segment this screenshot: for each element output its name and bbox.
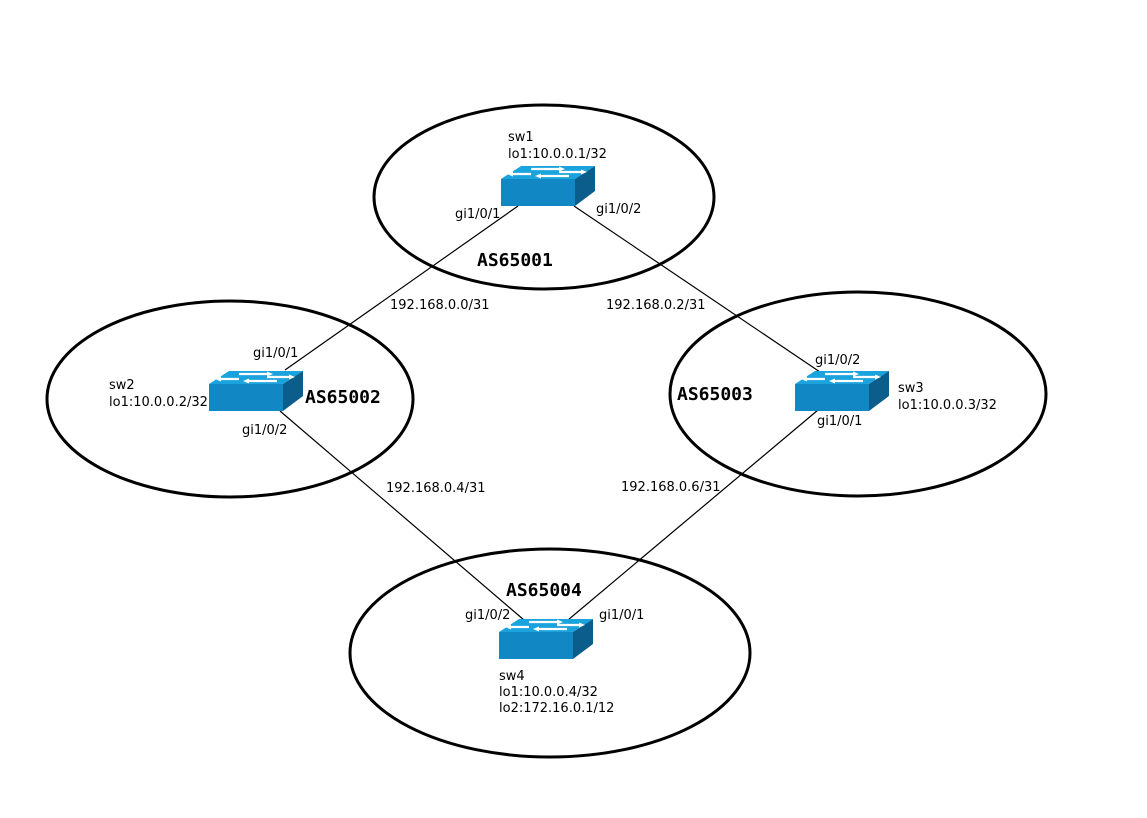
port-label-sw1-gi1-0-2: gi1/0/2 — [596, 202, 641, 217]
switch-icon-sw2[interactable] — [207, 369, 305, 413]
as-boundary-as65003 — [668, 290, 1048, 498]
switch-loopback-sw3-lo1: lo1:10.0.0.3/32 — [898, 398, 997, 413]
link-subnet-sw3-sw4: 192.168.0.6/31 — [621, 480, 721, 495]
link-sw3-sw4 — [567, 409, 819, 621]
link-sw1-sw3 — [573, 205, 821, 373]
switch-name-sw2: sw2 — [109, 378, 135, 393]
port-label-sw4-gi1-0-1: gi1/0/1 — [599, 608, 644, 623]
port-label-sw4-gi1-0-2: gi1/0/2 — [465, 608, 510, 623]
as-boundary-as65004 — [348, 547, 752, 759]
as-boundary-as65001 — [372, 103, 716, 291]
as-label-as65001: AS65001 — [477, 250, 553, 271]
port-label-sw3-gi1-0-1: gi1/0/1 — [817, 414, 862, 429]
switch-name-sw3: sw3 — [898, 381, 924, 396]
switch-icon-sw4[interactable] — [497, 617, 595, 661]
link-sw1-sw2 — [284, 205, 519, 371]
port-label-sw3-gi1-0-2: gi1/0/2 — [815, 353, 860, 368]
link-sw2-sw4 — [279, 410, 525, 621]
switch-loopback-sw1-lo1: lo1:10.0.0.1/32 — [508, 147, 607, 162]
switch-loopback-sw4-lo2: lo2:172.16.0.1/12 — [499, 701, 614, 716]
switch-loopback-sw2-lo1: lo1:10.0.0.2/32 — [109, 395, 208, 410]
as-label-as65002: AS65002 — [305, 387, 381, 408]
as-boundary-as65002 — [45, 299, 415, 499]
switch-name-sw4: sw4 — [499, 669, 525, 684]
port-label-sw1-gi1-0-1: gi1/0/1 — [455, 207, 500, 222]
link-subnet-sw2-sw4: 192.168.0.4/31 — [386, 481, 486, 496]
link-subnet-sw1-sw2: 192.168.0.0/31 — [390, 298, 490, 313]
as-label-as65004: AS65004 — [506, 580, 582, 601]
port-label-sw2-gi1-0-2: gi1/0/2 — [242, 423, 287, 438]
switch-loopback-sw4-lo1: lo1:10.0.0.4/32 — [499, 685, 598, 700]
port-label-sw2-gi1-0-1: gi1/0/1 — [253, 346, 298, 361]
link-subnet-sw1-sw3: 192.168.0.2/31 — [606, 298, 706, 313]
as-label-as65003: AS65003 — [677, 384, 753, 405]
switch-icon-sw1[interactable] — [499, 164, 597, 208]
switch-icon-sw3[interactable] — [793, 369, 891, 413]
switch-name-sw1: sw1 — [508, 130, 534, 145]
